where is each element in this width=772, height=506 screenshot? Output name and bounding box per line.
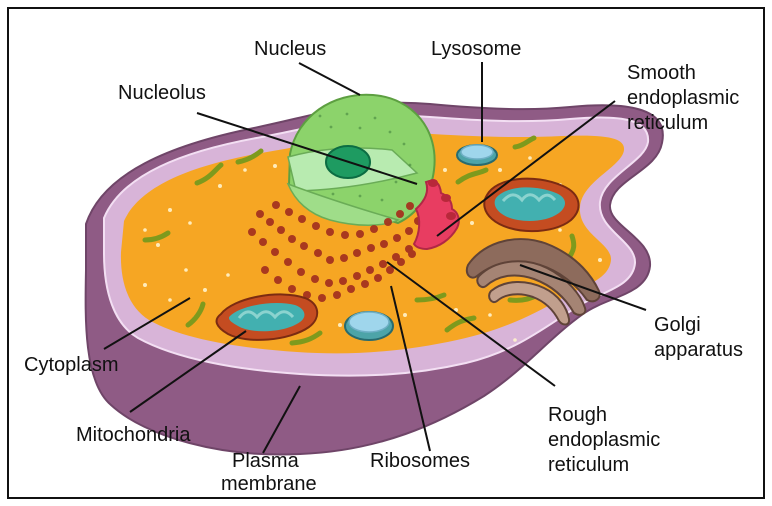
label-plasma-membrane-line-1: Plasma (232, 450, 300, 472)
label-cytoplasm: Cytoplasm (24, 354, 118, 376)
lysosome-lower (345, 312, 393, 340)
label-smooth-er-line-2: endoplasmic (627, 87, 739, 109)
label-mitochondria: Mitochondria (76, 424, 191, 446)
label-plasma-membrane-line-2: membrane (221, 473, 317, 495)
label-lysosome: Lysosome (431, 38, 521, 60)
mitochondria-upper (484, 179, 578, 231)
label-golgi-line-1: Golgi (654, 314, 701, 336)
label-rough-er-line-1: Rough (548, 404, 607, 426)
label-rough-er-line-2: endoplasmic (548, 429, 660, 451)
label-ribosomes: Ribosomes (370, 450, 470, 472)
label-rough-er-line-3: reticulum (548, 454, 629, 476)
label-golgi-line-2: apparatus (654, 339, 743, 361)
label-nucleolus: Nucleolus (118, 82, 206, 104)
label-nucleus: Nucleus (254, 38, 326, 60)
label-smooth-er-line-3: reticulum (627, 112, 708, 134)
lysosome-upper (457, 145, 497, 165)
label-smooth-er-line-1: Smooth (627, 62, 696, 84)
